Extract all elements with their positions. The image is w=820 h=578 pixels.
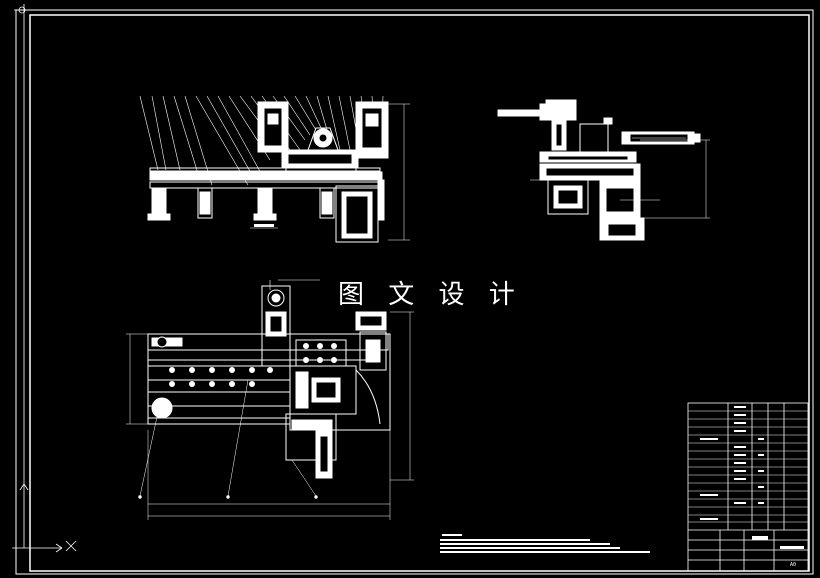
bolt-holes xyxy=(169,367,273,387)
top-view xyxy=(126,279,414,520)
side-view xyxy=(497,99,710,241)
front-view xyxy=(139,95,410,243)
title-block xyxy=(687,402,809,572)
ucs-icon xyxy=(12,4,77,553)
technical-notes xyxy=(440,534,650,553)
sheet-size-label: A0 xyxy=(790,562,797,568)
watermark-text: 图 文 设 计 xyxy=(338,280,523,310)
sheet-frame xyxy=(15,9,814,575)
